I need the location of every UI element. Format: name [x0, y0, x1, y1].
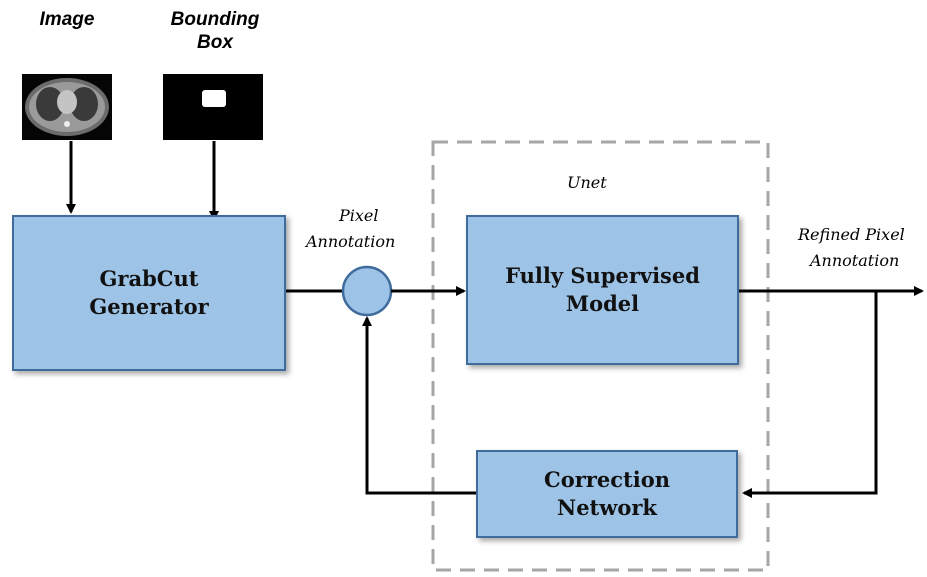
pixel-annotation-label-line2: Annotation: [306, 232, 396, 251]
ct-scan-image: [22, 74, 112, 140]
fully-supervised-model-label: Fully Supervised Model: [505, 263, 700, 316]
fully-supervised-model-box: Fully Supervised Model: [466, 215, 739, 365]
arrow-output-to-correction: [742, 291, 878, 498]
arrow-correction-to-node: [362, 316, 476, 495]
unet-label: Unet: [567, 173, 607, 192]
merge-node-circle: [341, 265, 393, 317]
refined-annotation-label-line1: Refined Pixel: [798, 225, 905, 244]
bounding-box-label-line1: Bounding: [170, 9, 260, 30]
grabcut-generator-box: GrabCut Generator: [12, 215, 286, 371]
correction-network-label: Correction Network: [544, 467, 670, 520]
correction-network-box: Correction Network: [476, 450, 738, 538]
bounding-box-label-line2: Box: [197, 32, 233, 53]
bounding-box-mask: [163, 74, 263, 140]
pixel-annotation-label-line1: Pixel: [339, 206, 379, 225]
grabcut-generator-label: GrabCut Generator: [89, 266, 209, 319]
image-label: Image: [39, 9, 95, 30]
refined-annotation-label-line2: Annotation: [810, 251, 900, 270]
